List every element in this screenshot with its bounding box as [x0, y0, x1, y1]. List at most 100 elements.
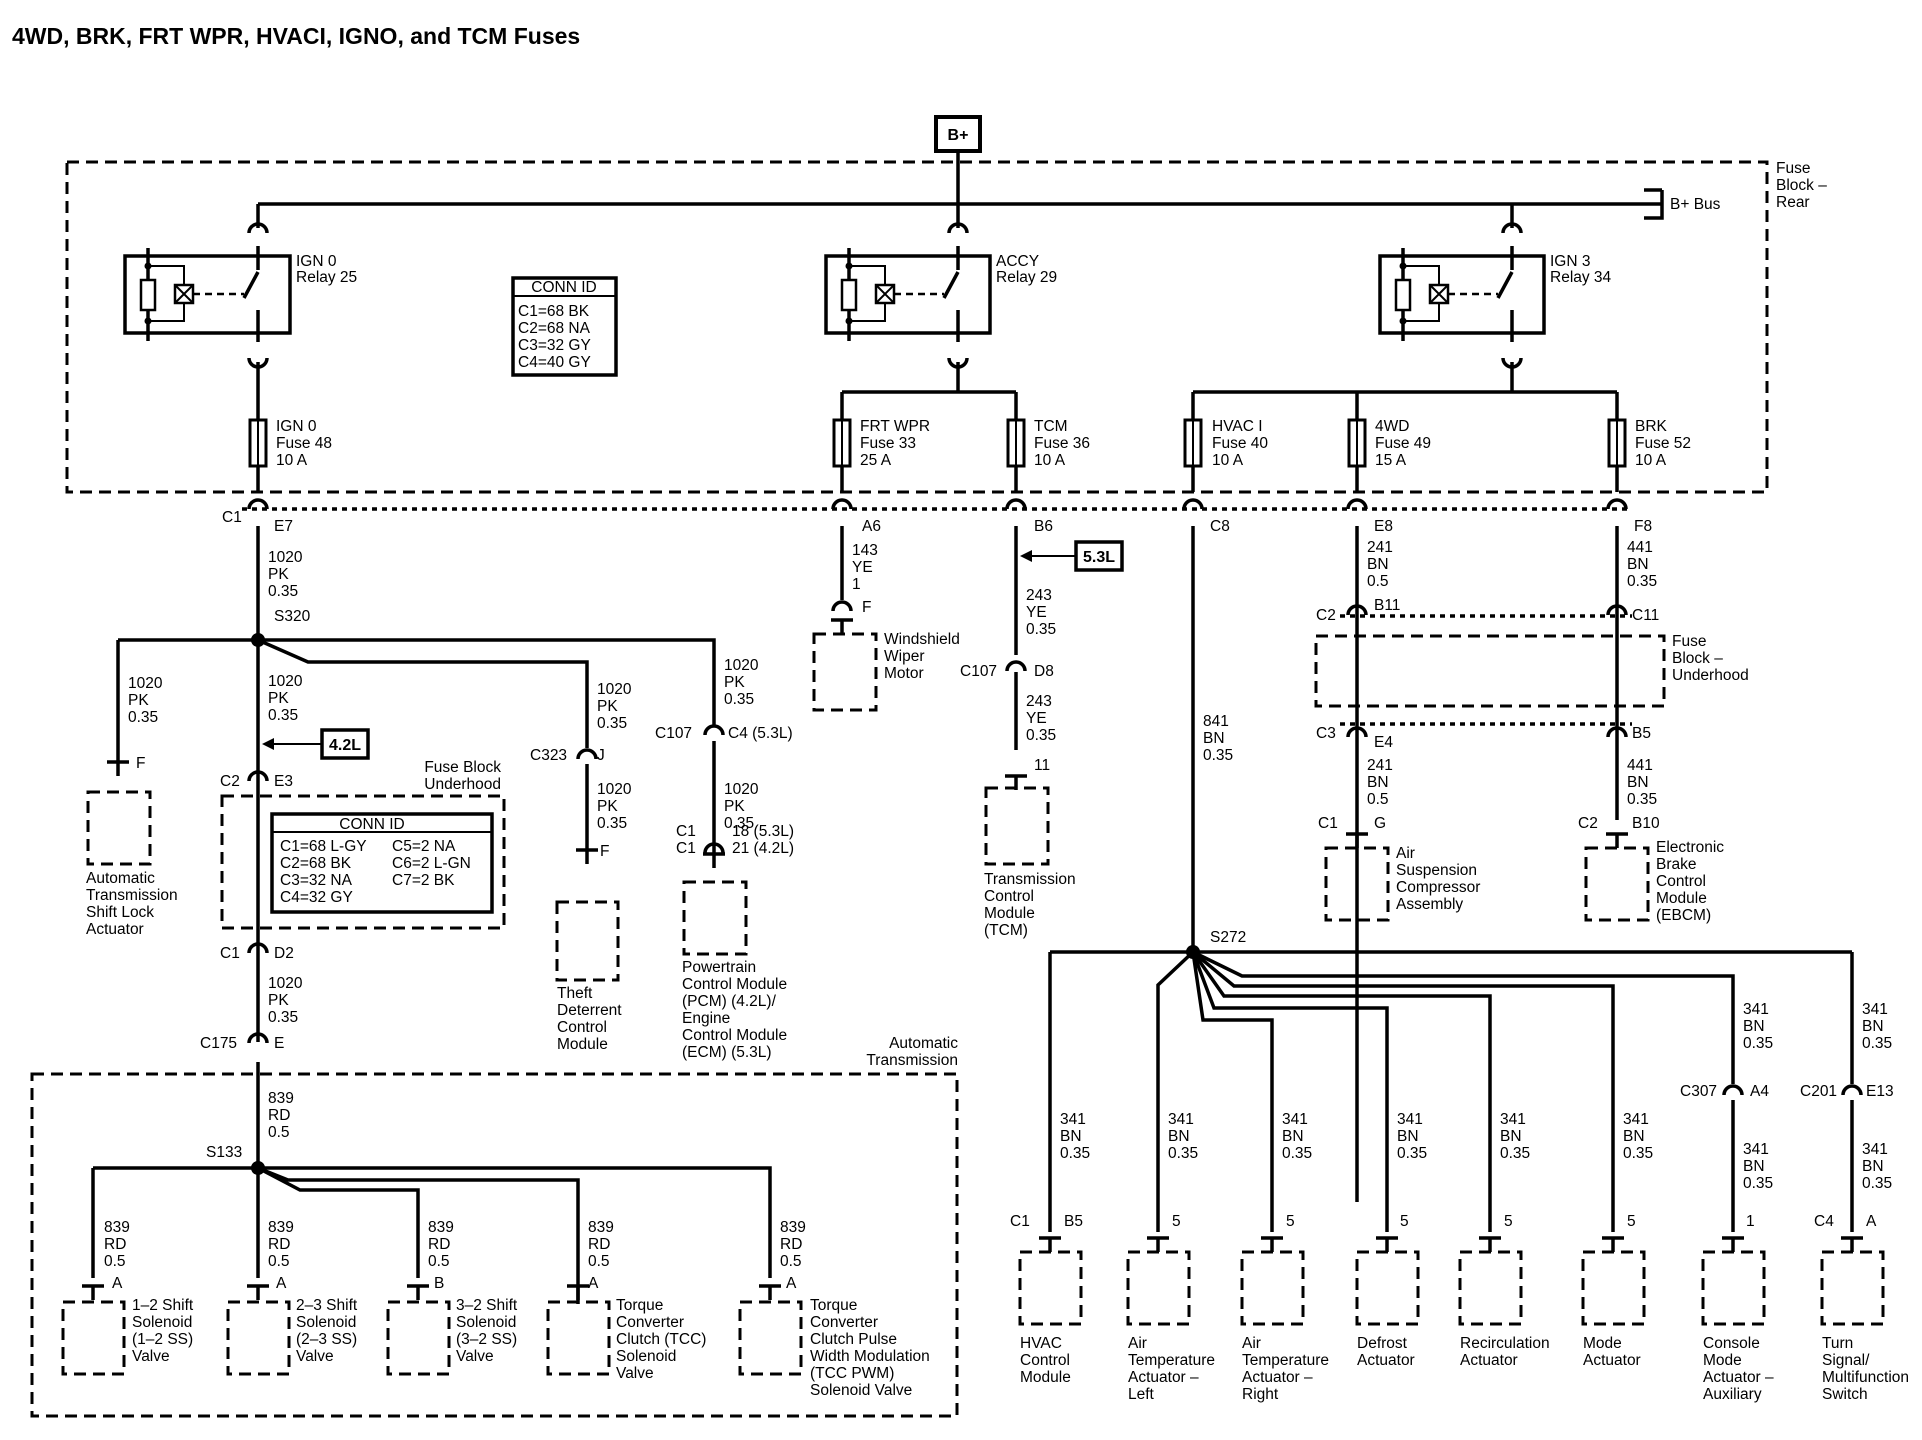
svg-text:841: 841	[1203, 713, 1229, 730]
svg-text:B5: B5	[1632, 725, 1651, 742]
svg-text:(TCC PWM): (TCC PWM)	[810, 1365, 894, 1382]
svg-text:0.35: 0.35	[724, 815, 754, 832]
splice-s272-label: S272	[1210, 929, 1246, 946]
svg-text:Solenoid: Solenoid	[296, 1314, 356, 1331]
svg-text:Clutch (TCC): Clutch (TCC)	[616, 1331, 706, 1348]
svg-text:Automatic: Automatic	[86, 870, 155, 887]
conn-id-rear-header: CONN ID	[531, 279, 596, 296]
svg-text:10 A: 10 A	[276, 452, 308, 469]
svg-text:341: 341	[1743, 1141, 1769, 1158]
fuse-block-rear-outline	[65, 160, 1769, 494]
powertrain-control-module	[682, 880, 748, 956]
svg-text:Actuator –: Actuator –	[1128, 1369, 1199, 1386]
svg-text:Temperature: Temperature	[1128, 1352, 1215, 1369]
svg-text:341: 341	[1060, 1111, 1086, 1128]
svg-text:BN: BN	[1627, 774, 1649, 791]
svg-text:Control: Control	[1656, 873, 1706, 890]
svg-text:C323: C323	[530, 747, 567, 764]
svg-text:C175: C175	[200, 1035, 237, 1052]
svg-text:Air: Air	[1242, 1335, 1261, 1352]
svg-text:PK: PK	[724, 798, 745, 815]
svg-text:YE: YE	[852, 559, 873, 576]
svg-text:C2: C2	[1578, 815, 1598, 832]
svg-text:Solenoid Valve: Solenoid Valve	[810, 1382, 912, 1399]
power-source-label: B+	[948, 127, 969, 144]
svg-text:10 A: 10 A	[1635, 452, 1667, 469]
svg-text:0.35: 0.35	[268, 583, 298, 600]
svg-text:Powertrain: Powertrain	[682, 959, 756, 976]
svg-text:0.35: 0.35	[1500, 1145, 1530, 1162]
svg-text:Deterrent: Deterrent	[557, 1002, 622, 1019]
svg-text:C4=32 GY: C4=32 GY	[280, 889, 353, 906]
svg-text:Temperature: Temperature	[1242, 1352, 1329, 1369]
svg-text:0.35: 0.35	[1026, 727, 1056, 744]
svg-text:F8: F8	[1634, 518, 1652, 535]
svg-text:Valve: Valve	[296, 1348, 334, 1365]
svg-text:241: 241	[1367, 757, 1393, 774]
svg-text:C1=68 L-GY: C1=68 L-GY	[280, 838, 367, 855]
svg-text:0.35: 0.35	[128, 709, 158, 726]
svg-text:RD: RD	[428, 1236, 450, 1253]
svg-text:C3: C3	[1316, 725, 1336, 742]
svg-text:BN: BN	[1397, 1128, 1419, 1145]
svg-text:839: 839	[104, 1219, 130, 1236]
svg-text:(TCM): (TCM)	[984, 922, 1028, 939]
svg-text:Windshield: Windshield	[884, 631, 960, 648]
svg-text:0.35: 0.35	[1060, 1145, 1090, 1162]
svg-text:1020: 1020	[724, 657, 759, 674]
connector-cup	[1501, 357, 1523, 369]
svg-text:0.35: 0.35	[724, 691, 754, 708]
svg-text:Suspension: Suspension	[1396, 862, 1477, 879]
connector-arc	[1005, 660, 1027, 672]
svg-text:0.5: 0.5	[268, 1253, 290, 1270]
svg-text:Automatic: Automatic	[889, 1035, 958, 1052]
svg-text:4.2L: 4.2L	[329, 737, 361, 754]
svg-text:PK: PK	[597, 798, 618, 815]
svg-text:E4: E4	[1374, 734, 1393, 751]
svg-text:241: 241	[1367, 539, 1393, 556]
svg-text:C3=32 NA: C3=32 NA	[280, 872, 353, 889]
svg-text:A: A	[588, 1275, 599, 1292]
svg-text:E13: E13	[1866, 1083, 1894, 1100]
svg-text:BN: BN	[1203, 730, 1225, 747]
svg-text:B: B	[434, 1275, 444, 1292]
svg-text:BN: BN	[1627, 556, 1649, 573]
svg-text:0.35: 0.35	[268, 707, 298, 724]
tcc-pwm-solenoid	[738, 1300, 803, 1376]
connector-arc	[1182, 498, 1204, 510]
svg-text:25 A: 25 A	[860, 452, 892, 469]
svg-text:Solenoid: Solenoid	[456, 1314, 516, 1331]
svg-text:BN: BN	[1282, 1128, 1304, 1145]
fuse-4wd-name: 4WD	[1375, 418, 1409, 435]
svg-text:Console: Console	[1703, 1335, 1760, 1352]
svg-text:Module: Module	[1020, 1369, 1071, 1386]
svg-text:243: 243	[1026, 693, 1052, 710]
svg-text:C307: C307	[1680, 1083, 1717, 1100]
relay-ign3	[1378, 254, 1546, 335]
svg-text:839: 839	[780, 1219, 806, 1236]
svg-text:B11: B11	[1374, 597, 1400, 614]
svg-text:Compressor: Compressor	[1396, 879, 1480, 896]
svg-text:BN: BN	[1862, 1158, 1884, 1175]
svg-text:Width Modulation: Width Modulation	[810, 1348, 930, 1365]
connector-cup	[947, 357, 969, 369]
electronic-brake-control-module	[1584, 846, 1650, 922]
svg-text:A: A	[1866, 1213, 1877, 1230]
svg-text:Theft: Theft	[557, 985, 593, 1002]
svg-text:A: A	[276, 1275, 287, 1292]
svg-text:Switch: Switch	[1822, 1386, 1868, 1403]
svg-text:0.5: 0.5	[1367, 573, 1389, 590]
svg-text:Shift Lock: Shift Lock	[86, 904, 154, 921]
svg-text:0.35: 0.35	[1203, 747, 1233, 764]
svg-text:C6=2 L-GN: C6=2 L-GN	[392, 855, 471, 872]
windshield-wiper-motor	[812, 632, 878, 712]
svg-text:Rear: Rear	[1776, 194, 1810, 211]
svg-text:C4: C4	[1814, 1213, 1834, 1230]
svg-text:C1=68 BK: C1=68 BK	[518, 303, 590, 320]
svg-text:839: 839	[268, 1090, 294, 1107]
svg-text:(1–2 SS): (1–2 SS)	[132, 1331, 193, 1348]
svg-text:5: 5	[1627, 1213, 1636, 1230]
svg-text:Brake: Brake	[1656, 856, 1697, 873]
svg-text:Relay 25: Relay 25	[296, 269, 357, 286]
svg-text:0.35: 0.35	[1627, 573, 1657, 590]
